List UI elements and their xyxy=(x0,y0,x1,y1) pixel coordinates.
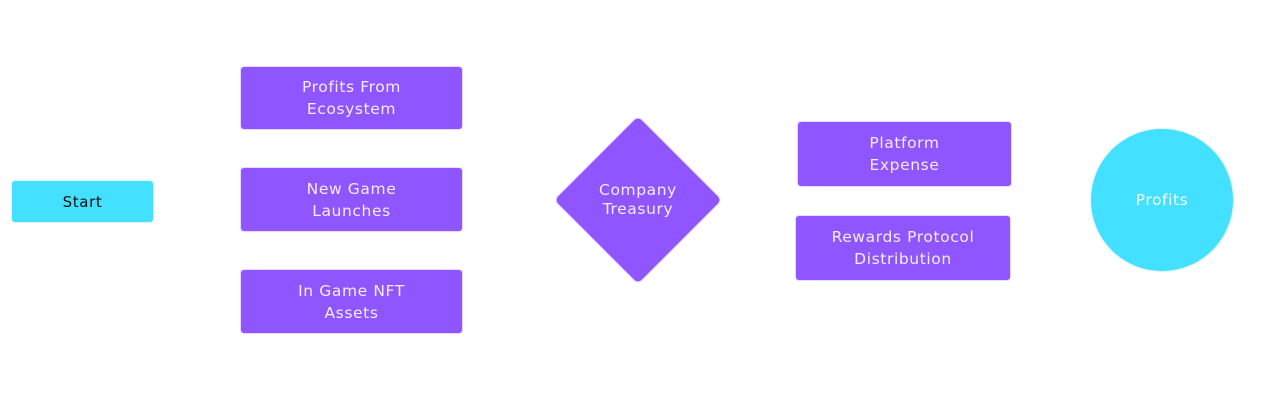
end-node-profits: Profits xyxy=(1090,128,1234,272)
source-node-in-game-nft-assets: In Game NFT Assets xyxy=(240,269,463,334)
end-label: Profits xyxy=(1135,191,1189,209)
source-node-new-game-launches: New Game Launches xyxy=(240,167,463,232)
decision-node-company-treasury: Company Treasury xyxy=(553,115,723,285)
decision-label: Company Treasury xyxy=(599,181,677,218)
output-node-platform-expense: Platform Expense xyxy=(797,121,1012,187)
source-node-profits-from-ecosystem: Profits From Ecosystem xyxy=(240,66,463,130)
start-label: Start xyxy=(62,192,103,211)
output-label: Platform Expense xyxy=(869,134,940,174)
output-node-rewards-protocol-distribution: Rewards Protocol Distribution xyxy=(795,215,1011,281)
source-label: Profits From Ecosystem xyxy=(301,78,402,118)
output-label: Rewards Protocol Distribution xyxy=(831,228,975,268)
source-label: New Game Launches xyxy=(306,179,397,220)
source-label: In Game NFT Assets xyxy=(298,281,405,322)
start-node: Start xyxy=(11,180,154,223)
